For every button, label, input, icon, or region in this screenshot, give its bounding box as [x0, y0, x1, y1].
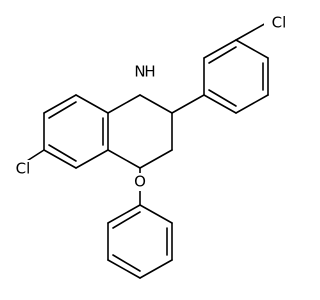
- bond: [112, 211, 141, 229]
- label-background: [131, 173, 149, 191]
- bond: [107, 204, 141, 224]
- bond: [235, 21, 269, 41]
- bond: [208, 46, 237, 64]
- bond: [203, 94, 237, 114]
- bond: [208, 89, 237, 107]
- molecule-structure: N H O Cl Cl: [8, 13, 294, 279]
- bond: [43, 94, 77, 114]
- bond: [235, 94, 269, 114]
- bond: [107, 149, 141, 169]
- oxygen-label: O: [134, 173, 146, 191]
- bond: [139, 94, 173, 114]
- chlorine-left-label: Cl: [16, 160, 31, 178]
- bond: [139, 204, 173, 224]
- bond: [112, 254, 141, 272]
- bond: [203, 39, 237, 59]
- bond: [107, 94, 141, 114]
- bond: [75, 94, 109, 114]
- bond: [139, 149, 173, 169]
- label-background: [264, 14, 294, 32]
- bond: [43, 149, 77, 169]
- bond: [75, 149, 109, 169]
- chlorine-right-label: Cl: [272, 14, 287, 32]
- bond: [139, 259, 173, 279]
- bond: [107, 259, 141, 279]
- label-background: [131, 60, 155, 84]
- nh-hydrogen-label: H: [144, 63, 155, 81]
- bond: [235, 39, 269, 59]
- label-background: [8, 160, 38, 178]
- bond: [48, 144, 77, 162]
- nh-label: N: [134, 63, 145, 81]
- molecule-diagram: N H O Cl Cl: [8, 13, 294, 279]
- bond: [171, 94, 205, 114]
- bond: [48, 101, 77, 119]
